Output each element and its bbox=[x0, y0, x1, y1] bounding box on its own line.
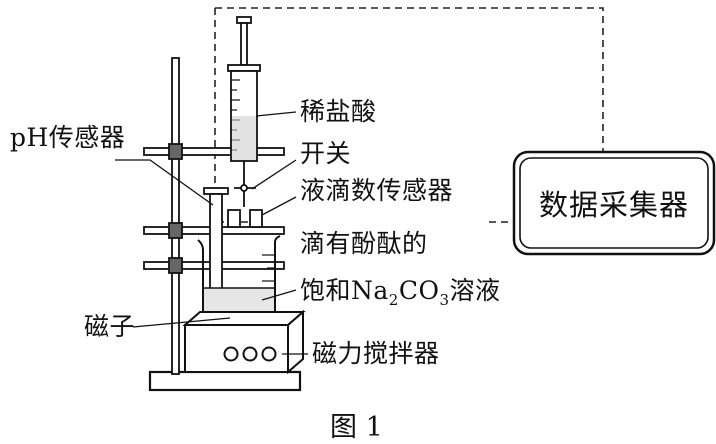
figure-caption: 图 1 bbox=[330, 412, 383, 443]
magnetic-stirrer bbox=[182, 309, 306, 375]
data-collector-box-outer bbox=[512, 150, 716, 256]
acid-liquid bbox=[232, 116, 256, 160]
label-stir-bar: 磁子 bbox=[84, 312, 136, 341]
label-magnetic-stirrer: 磁力搅拌器 bbox=[312, 339, 440, 368]
label-solution-line1: 滴有酚酞的 bbox=[300, 229, 428, 258]
leader-lines bbox=[115, 111, 308, 355]
data-collector-label: 数据采集器 bbox=[538, 188, 689, 222]
drop-counter-sensor bbox=[227, 209, 263, 228]
data-collector-box-inner bbox=[519, 157, 709, 249]
label-ph-sensor: pH传感器 bbox=[10, 123, 126, 152]
label-drop-counter: 液滴数传感器 bbox=[300, 176, 454, 205]
ph-probe bbox=[203, 187, 229, 305]
valve-switch bbox=[234, 184, 256, 207]
label-switch: 开关 bbox=[300, 139, 352, 168]
label-hydrochloric-acid: 稀盐酸 bbox=[300, 97, 377, 126]
label-solution-line2: 饱和Na2CO3溶液 bbox=[300, 276, 501, 310]
beaker-scale bbox=[262, 254, 275, 282]
stand-rod bbox=[171, 57, 180, 375]
